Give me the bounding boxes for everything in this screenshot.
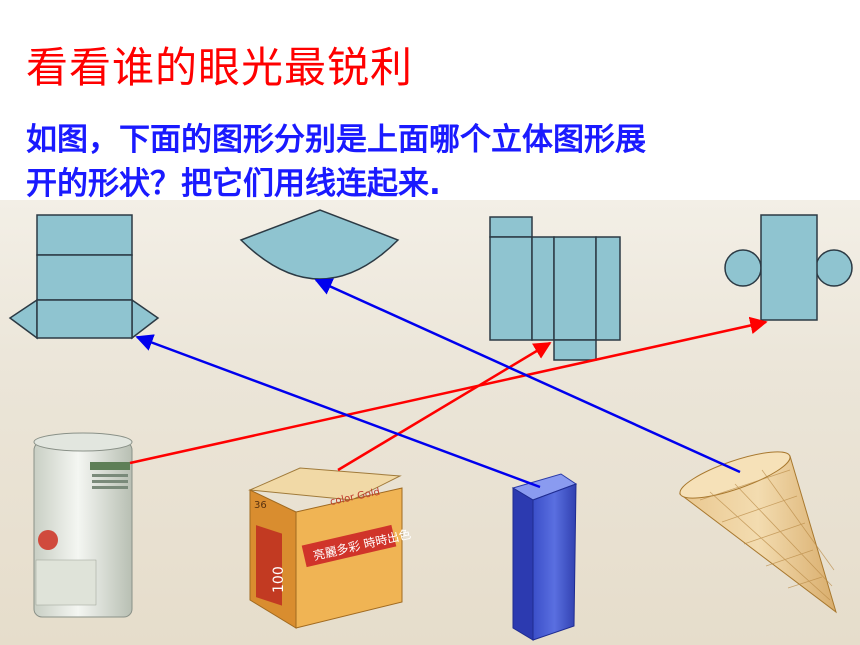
question-text: 如图，下面的图形分别是上面哪个立体图形展 开的形状？把它们用线连起来.: [26, 118, 826, 206]
question-line-1: 如图，下面的图形分别是上面哪个立体图形展: [26, 122, 646, 158]
net3-top-flap: [489, 216, 533, 238]
photo-background: [0, 200, 860, 645]
box-number-label: 100: [271, 566, 287, 593]
net1-top-rect: [36, 214, 133, 256]
net-triangular-prism: [8, 214, 160, 340]
net3-bottom-flap: [553, 339, 597, 361]
net1-right-triangle: [131, 298, 160, 340]
net4-left-circle: [724, 249, 762, 287]
solid-box: 亮麗多彩 時時出色 color Gold 100 36: [248, 467, 412, 629]
net-cuboid: [489, 216, 621, 361]
line-can-to-cylinder-net: [129, 316, 768, 465]
solid-triangular-prism: [511, 473, 578, 641]
net3-face-2: [531, 236, 555, 341]
net1-bottom-rect: [36, 299, 133, 339]
line-prism-to-prism-net: [135, 334, 541, 489]
net3-face-1: [489, 236, 533, 341]
box-small-label: 36: [254, 500, 267, 511]
slide-title: 看看谁的眼光最锐利: [26, 43, 414, 92]
net1-middle-rect: [36, 254, 133, 301]
line-box-to-cuboid-net: [337, 341, 552, 472]
solid-cone: [678, 451, 837, 614]
net-cone-sector: [239, 209, 400, 280]
net4-right-circle: [815, 249, 853, 287]
line-cone-to-sector-net: [314, 278, 741, 474]
net3-face-4: [595, 236, 621, 341]
net2-sector: [239, 209, 400, 280]
net1-left-triangle: [8, 298, 38, 340]
net-cylinder: [724, 214, 853, 321]
net4-rectangle: [760, 214, 818, 321]
question-line-2: 开的形状？把它们用线连起来.: [26, 166, 441, 202]
solid-can: [33, 432, 133, 618]
net3-face-3: [553, 236, 597, 341]
